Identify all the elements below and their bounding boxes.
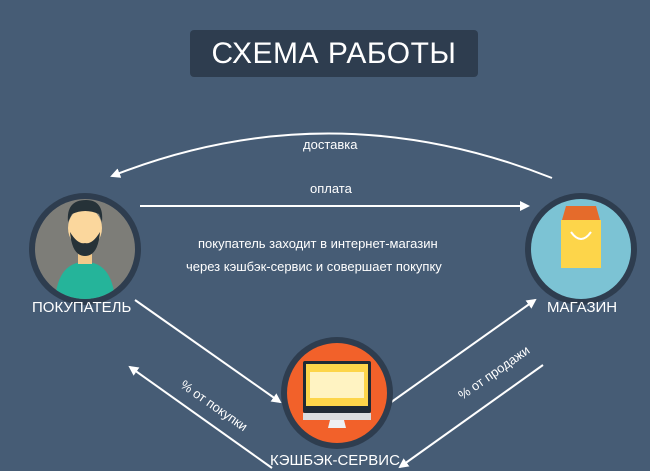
arrow-cashback-to-store: [389, 298, 537, 404]
buyer-label: ПОКУПАТЕЛЬ: [32, 299, 132, 316]
arrow-delivery: [110, 132, 553, 179]
label-delivery: доставка: [303, 137, 358, 152]
store-label: МАГАЗИН: [547, 299, 618, 316]
buyer-avatar-icon: [29, 193, 141, 305]
label-payment: оплата: [310, 181, 352, 196]
page-title: СХЕМА РАБОТЫ: [190, 30, 478, 77]
description-line-2: через кэшбэк-сервис и совершает покупку: [186, 259, 442, 274]
arrow-buyer-to-cashback: [134, 299, 282, 404]
cashback-label: КЭШБЭК-СЕРВИС: [270, 452, 400, 469]
description-line-1: покупатель заходит в интернет-магазин: [198, 236, 438, 251]
cashback-monitor-icon: [281, 337, 393, 449]
arrow-cashback-to-buyer: [128, 365, 273, 469]
arrow-store-to-cashback: [398, 364, 544, 469]
store-bag-icon: [525, 193, 637, 305]
